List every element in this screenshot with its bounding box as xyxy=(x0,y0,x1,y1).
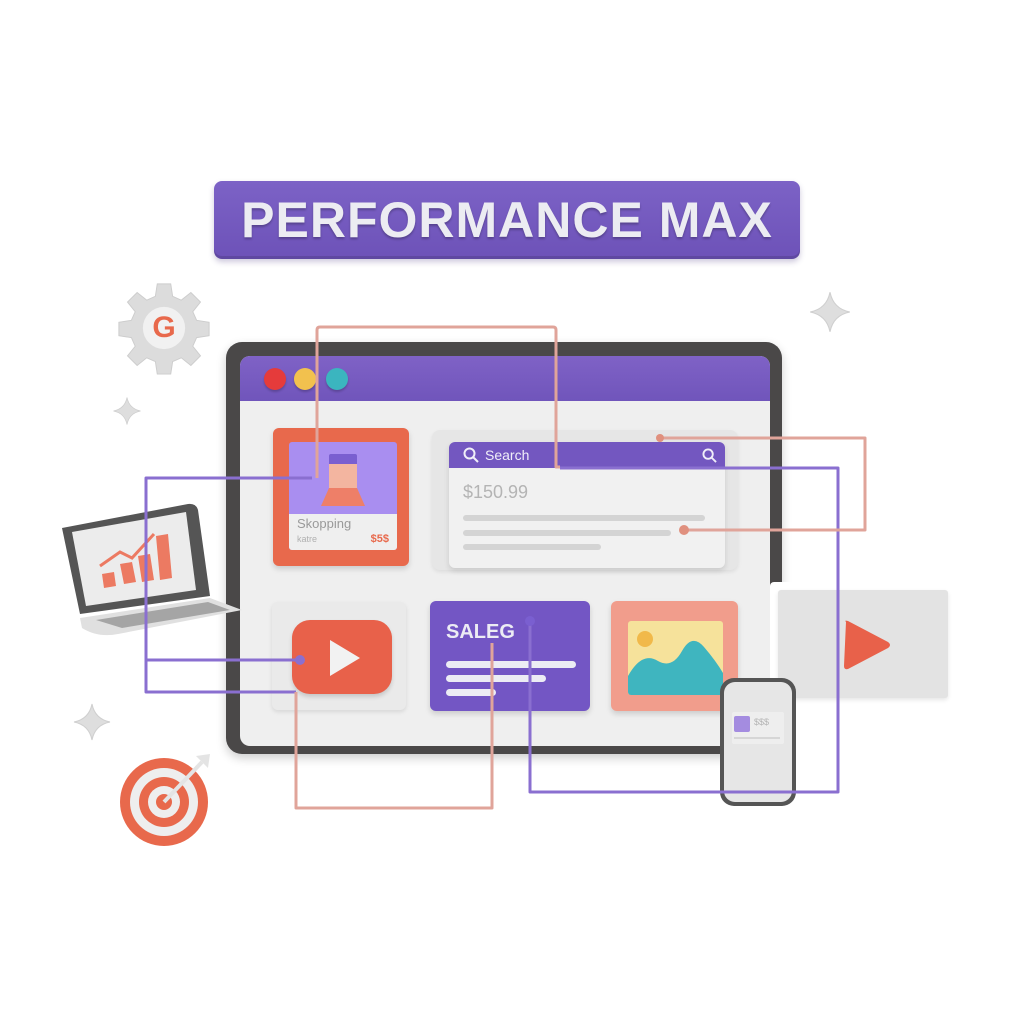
gear-letter: G xyxy=(152,311,176,344)
phone-app-card: $$$ xyxy=(732,712,784,744)
laptop-chart-icon xyxy=(58,500,248,640)
phone-screen: $$$ xyxy=(724,682,792,802)
monitor-video-icon xyxy=(770,582,956,700)
close-dot[interactable] xyxy=(264,368,286,390)
shopping-sublabel: katre xyxy=(297,534,318,544)
skeleton-line xyxy=(734,737,780,739)
minimize-dot[interactable] xyxy=(294,368,316,390)
phone-app-icon xyxy=(734,716,750,732)
phone-app-label: $$$ xyxy=(754,717,770,727)
page-title: PERFORMANCE MAX xyxy=(241,192,773,248)
sparkle-icon xyxy=(73,703,111,741)
phone-icon: $$$ xyxy=(720,678,796,806)
play-button[interactable] xyxy=(292,620,392,694)
text-line xyxy=(446,675,546,682)
shopping-bag-icon xyxy=(321,454,365,506)
window-titlebar xyxy=(240,356,770,401)
skeleton-line xyxy=(463,544,601,550)
monitor-screen xyxy=(778,590,948,698)
maximize-dot[interactable] xyxy=(326,368,348,390)
sparkle-icon xyxy=(113,397,141,425)
search-icon xyxy=(463,447,479,463)
search-bar[interactable]: Search xyxy=(449,442,725,468)
sparkle-icon xyxy=(810,292,850,332)
skeleton-line xyxy=(463,530,671,536)
image-card[interactable] xyxy=(611,601,738,711)
video-card[interactable] xyxy=(272,602,406,710)
text-line xyxy=(446,661,576,668)
play-icon xyxy=(330,640,360,676)
shopping-footer: Skopping katre $5$ xyxy=(289,514,397,550)
image-icon xyxy=(628,621,723,695)
search-card[interactable]: Search $150.99 xyxy=(449,442,725,568)
text-line xyxy=(446,689,496,696)
shopping-label: Skopping xyxy=(297,516,352,531)
title-banner: PERFORMANCE MAX xyxy=(214,181,800,259)
shopping-price: $5$ xyxy=(370,533,389,545)
shopping-card[interactable]: Skopping katre $5$ xyxy=(273,428,409,566)
search-label: Search xyxy=(485,447,530,463)
play-icon xyxy=(844,620,890,670)
sale-card[interactable]: SALEG xyxy=(430,601,590,711)
skeleton-line xyxy=(463,515,705,521)
target-icon xyxy=(120,754,210,846)
gear-icon: G xyxy=(116,280,212,376)
shopping-image: Skopping katre $5$ xyxy=(289,442,397,550)
search-result-price: $150.99 xyxy=(463,482,529,502)
sale-label: SALEG xyxy=(446,621,515,643)
search-icon[interactable] xyxy=(702,447,717,463)
